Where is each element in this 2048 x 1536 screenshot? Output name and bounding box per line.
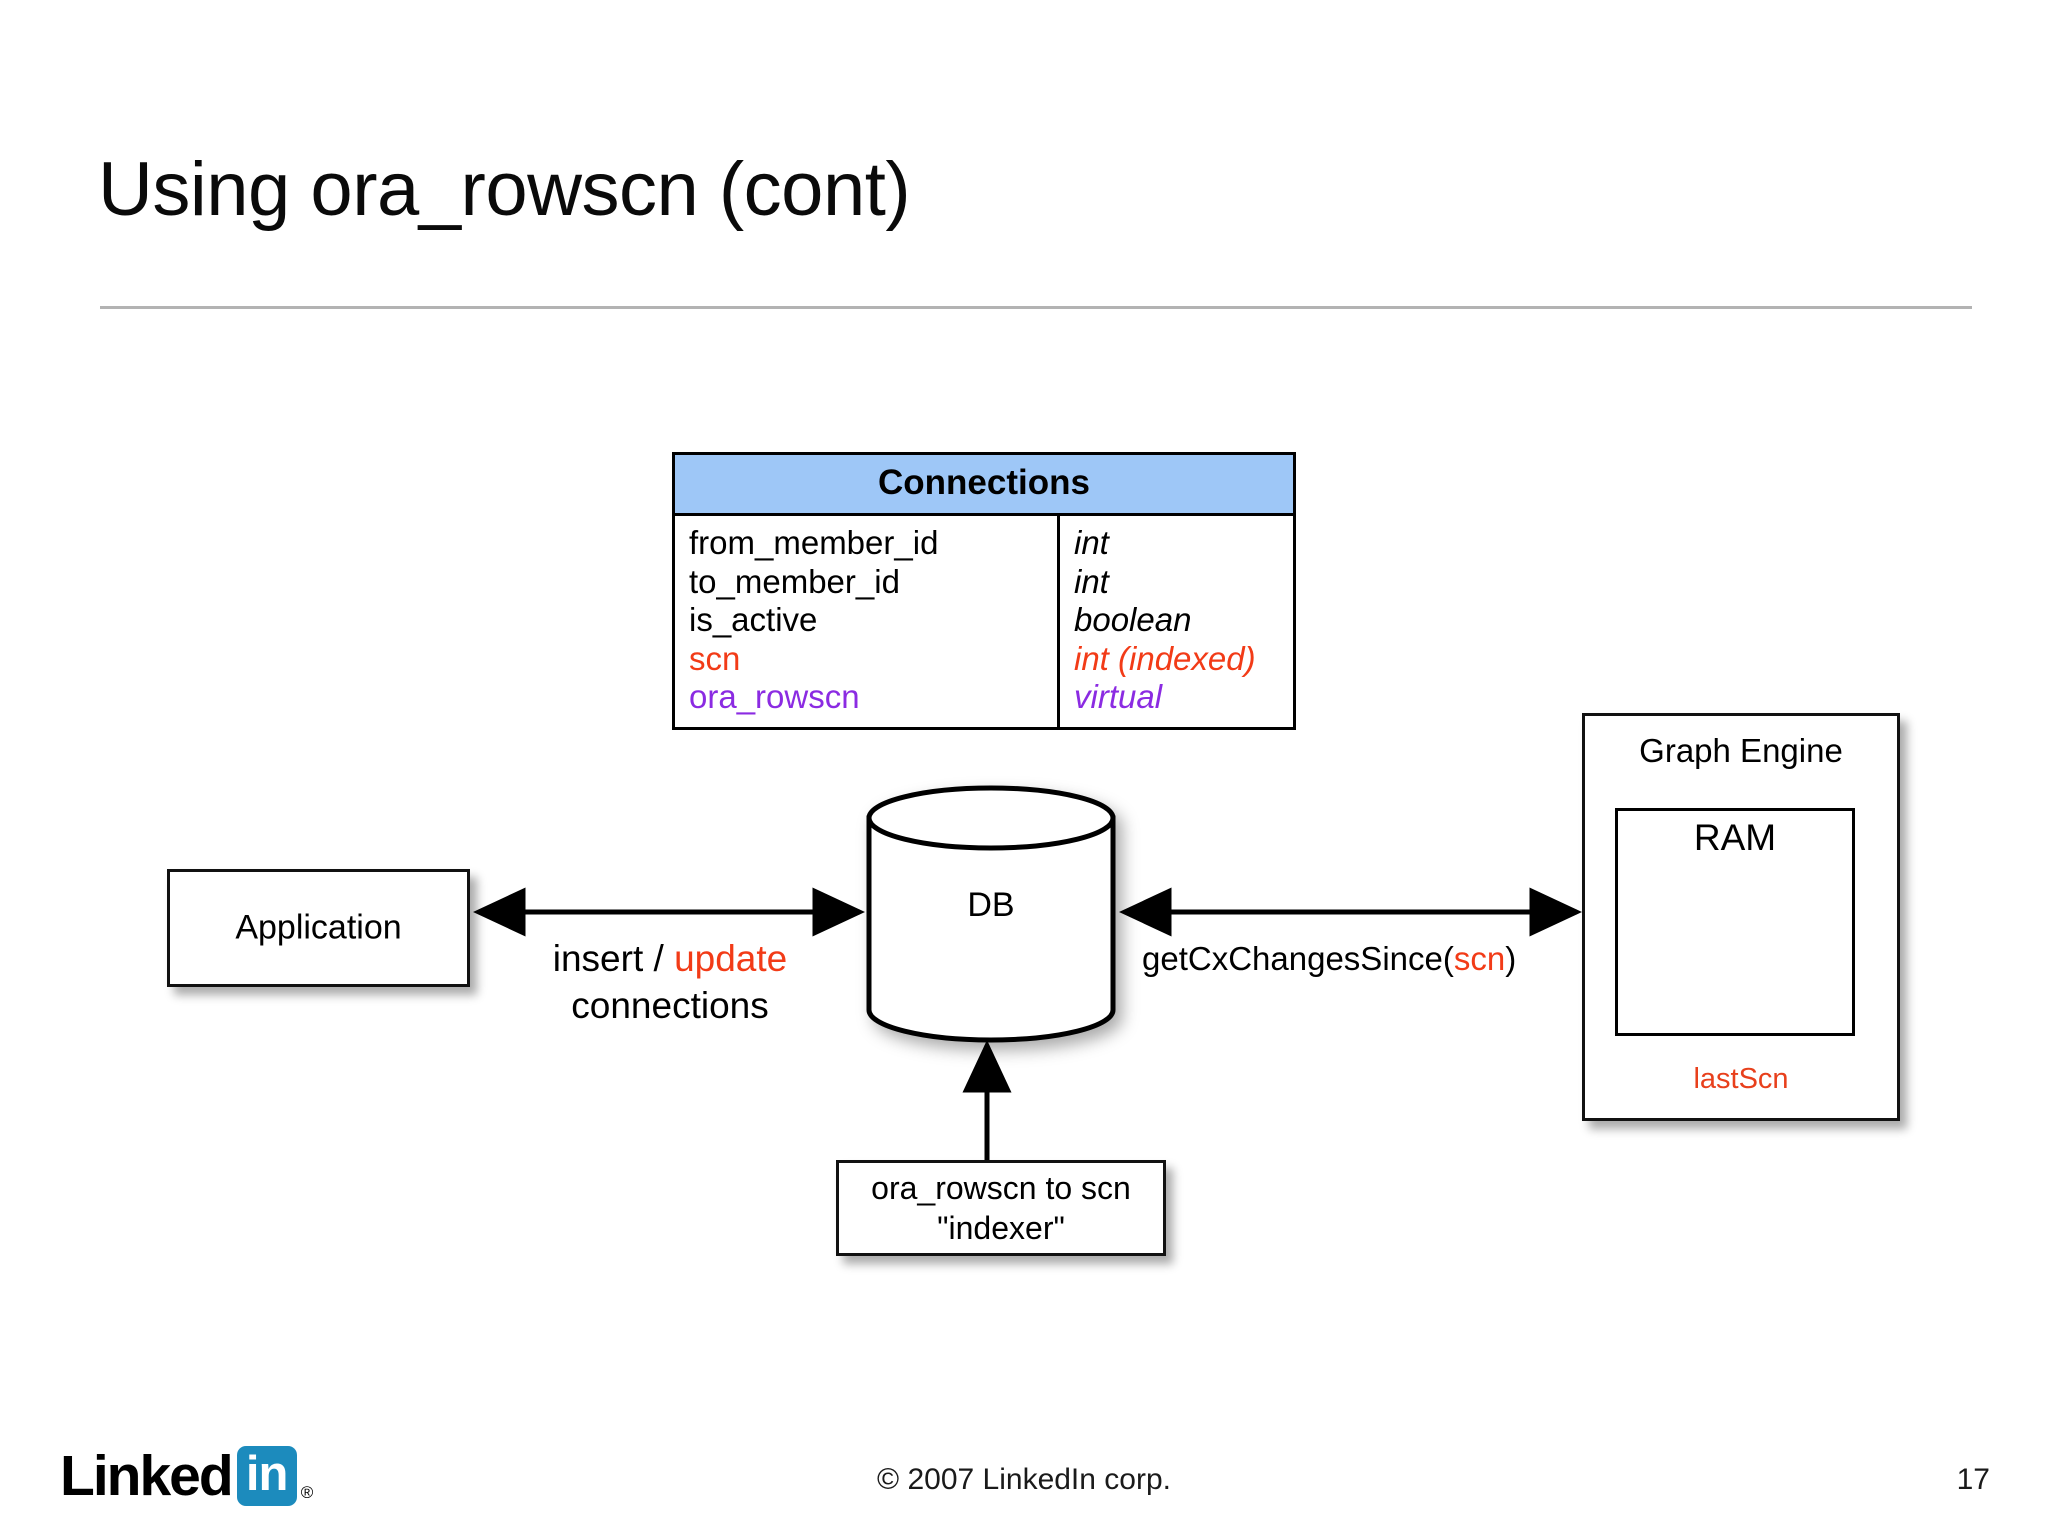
table-row: to_member_id (689, 562, 900, 600)
linkedin-logo: Linked in ® (60, 1443, 313, 1509)
app-db-arrow (472, 887, 865, 937)
page-number: 17 (1956, 1463, 1990, 1496)
table-cell-type: int (1074, 562, 1109, 600)
page-title: Using ora_rowscn (cont) (98, 147, 911, 232)
connections-table: Connections from_member_id to_member_id … (672, 452, 1296, 730)
graph-engine-box: Graph Engine RAM lastScn (1582, 713, 1900, 1121)
indexer-box-line2: "indexer" (937, 1210, 1065, 1246)
table-cell-type: boolean (1074, 601, 1192, 638)
db-engine-arrow-label: getCxChangesSince(scn) (1142, 940, 1516, 978)
graph-engine-label: Graph Engine (1639, 732, 1843, 769)
table-row: is_active (689, 601, 818, 638)
indexer-box: ora_rowscn to scn "indexer" (836, 1160, 1166, 1256)
title-divider (100, 306, 1972, 309)
close-paren-text: ) (1505, 940, 1517, 977)
indexer-box-label: ora_rowscn to scn "indexer" (839, 1168, 1163, 1248)
application-box-label: Application (235, 908, 402, 947)
table-cell-type: virtual (1074, 678, 1163, 715)
connections-table-body: from_member_id to_member_id is_active sc… (675, 516, 1293, 727)
scn-text: scn (1453, 940, 1506, 977)
db-engine-arrow (1118, 887, 1582, 937)
ram-label: RAM (1693, 817, 1777, 858)
table-row: scn (689, 639, 741, 677)
app-db-arrow-label-line1: insert / update (470, 935, 870, 982)
indexer-box-line1: ora_rowscn to scn (871, 1170, 1131, 1206)
db-cylinder-icon (866, 785, 1116, 1043)
lastscn-label: lastScn (1693, 1063, 1789, 1095)
table-cell-type: int (1074, 524, 1109, 561)
connections-type-column: int int boolean int (indexed) virtual (1060, 516, 1293, 727)
app-db-arrow-label-line2: connections (571, 985, 769, 1026)
table-row: ora_rowscn (689, 678, 860, 715)
db-cylinder-label: DB (967, 886, 1015, 924)
connections-table-header: Connections (675, 455, 1293, 516)
linkedin-wordmark: Linked (60, 1443, 234, 1508)
insert-text: insert / (552, 938, 675, 979)
linkedin-badge-label: in (245, 1446, 289, 1501)
table-cell-type: int (indexed) (1074, 639, 1256, 677)
linkedin-badge-icon: in (236, 1446, 297, 1506)
indexer-db-arrow (962, 1040, 1012, 1160)
update-text: update (674, 938, 788, 979)
footer-copyright: © 2007 LinkedIn corp. (877, 1463, 1171, 1496)
ram-box: RAM (1615, 808, 1855, 1036)
connections-field-column: from_member_id to_member_id is_active sc… (675, 516, 1060, 727)
table-row: from_member_id (689, 524, 939, 561)
app-db-arrow-label: insert / update connections (470, 935, 870, 1029)
application-box: Application (167, 869, 470, 987)
registered-trademark-icon: ® (300, 1483, 314, 1502)
getcx-text: getCxChangesSince( (1142, 940, 1454, 977)
